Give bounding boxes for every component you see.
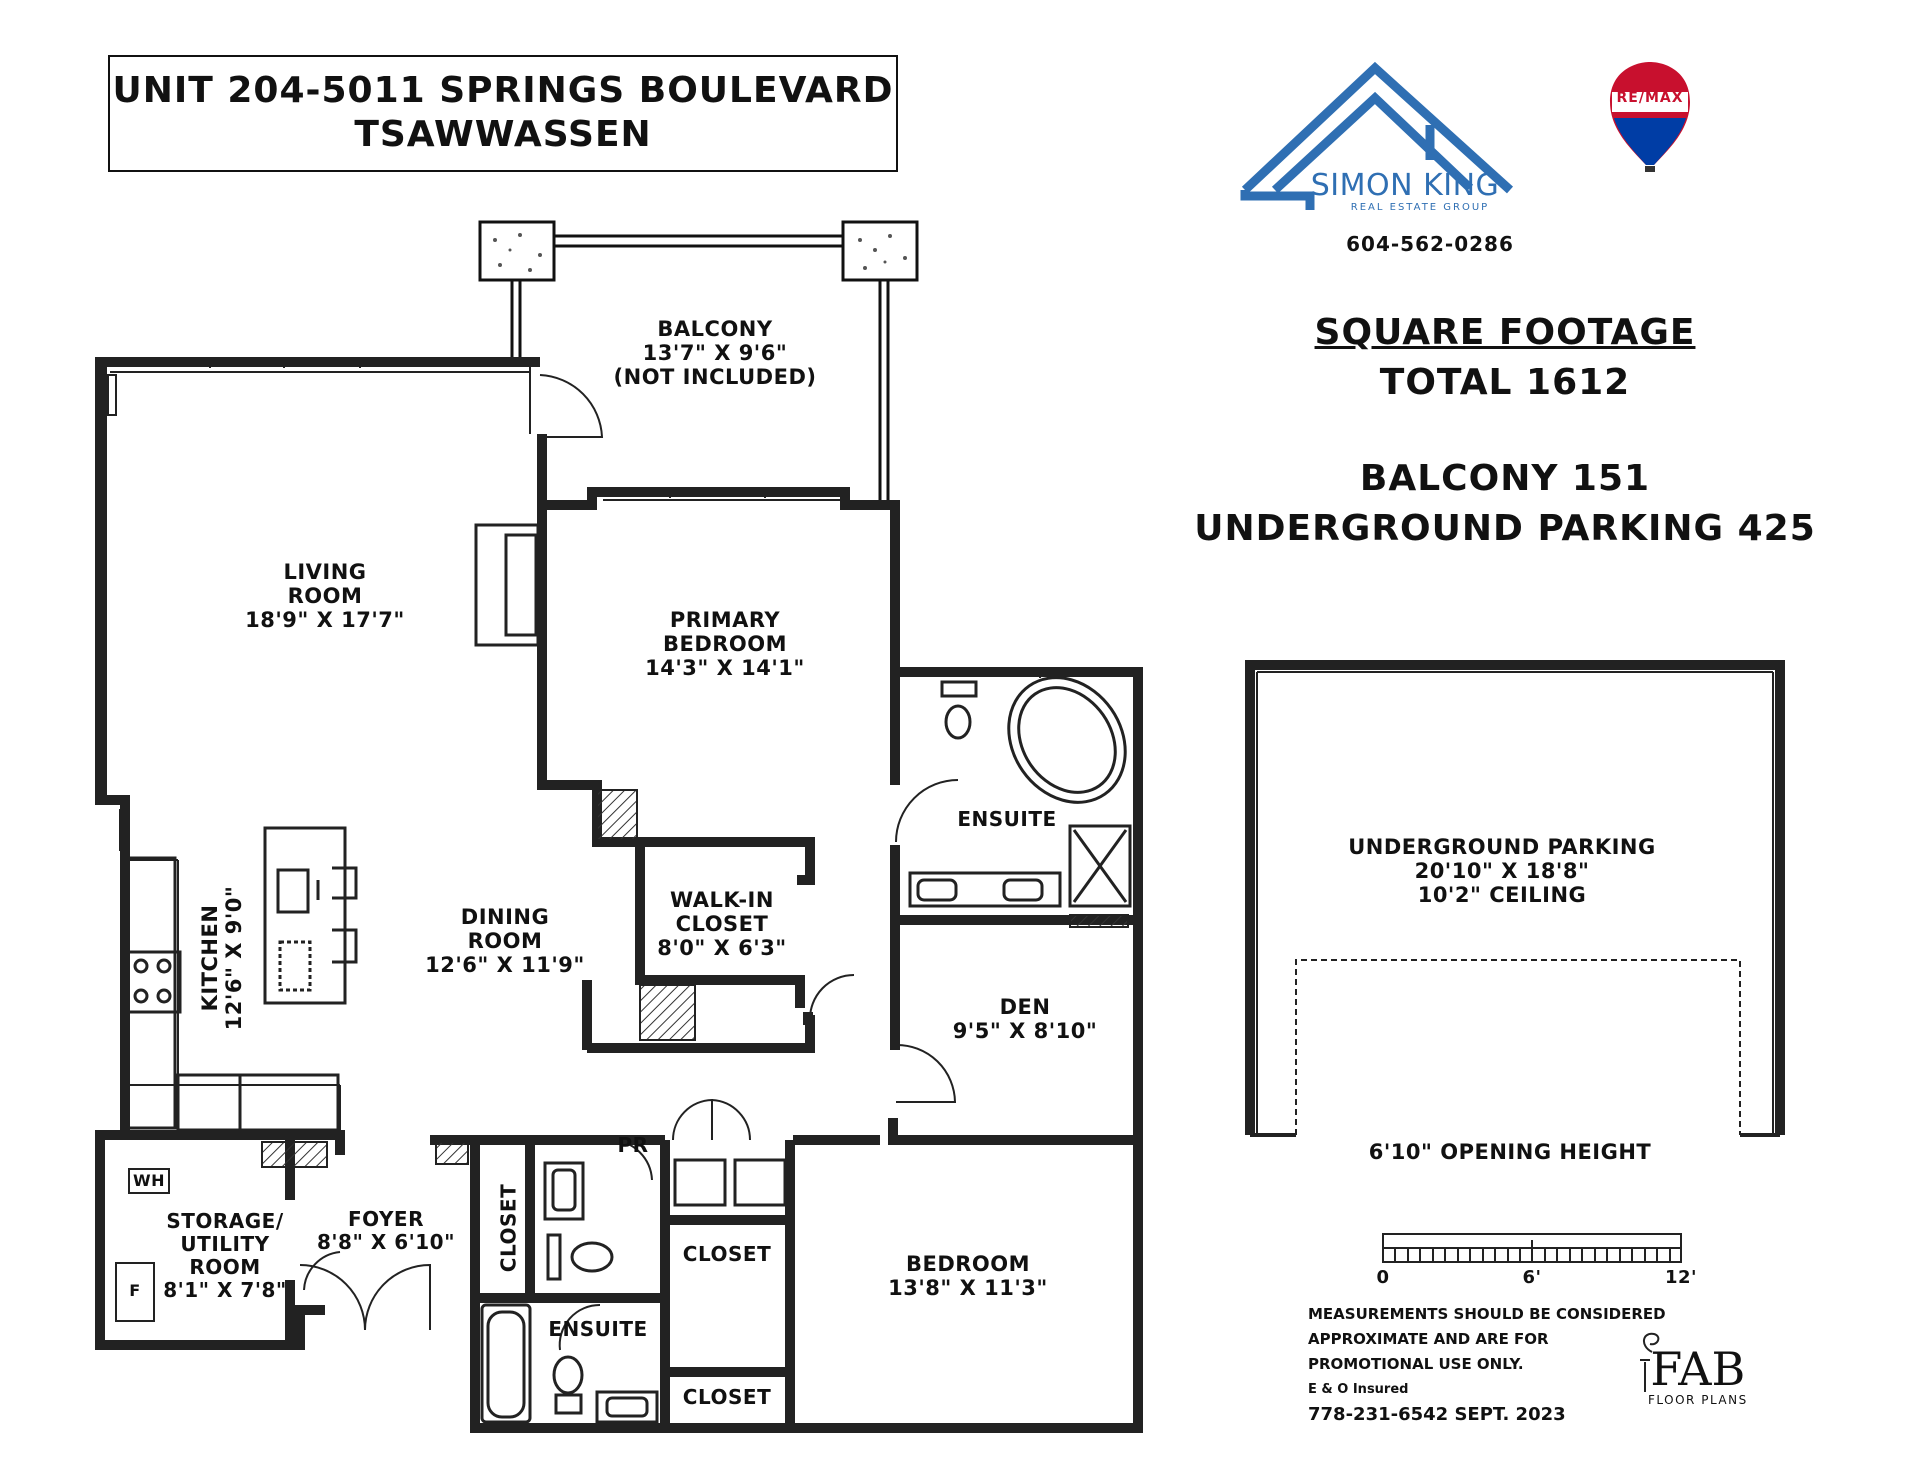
dining-name1: DINING [460, 905, 550, 929]
parking-label: UNDERGROUND PARKING 20'10" X 18'8" 10'2"… [1348, 835, 1656, 907]
scale-tick-0: 0 [1376, 1267, 1390, 1288]
bedroom-name: BEDROOM [905, 1252, 1031, 1276]
room-closet-bottom-label: CLOSET [682, 1385, 772, 1409]
address-title-box: UNIT 204-5011 SPRINGS BOULEVARD TSAWWASS… [108, 55, 898, 172]
fab-logo-mark [1640, 1332, 1660, 1392]
disclaimer: MEASUREMENTS SHOULD BE CONSIDERED APPROX… [1308, 1302, 1666, 1427]
ensuite-fixtures [908, 676, 1132, 908]
room-living-label: LIVING ROOM 18'9" X 17'7" [245, 560, 405, 632]
room-balcony-label: BALCONY 13'7" X 9'6" (NOT INCLUDED) [614, 317, 817, 389]
furnace-label: F [115, 1262, 155, 1322]
room-foyer-label: FOYER 8'8" X 6'10" [317, 1208, 455, 1254]
primary-name1: PRIMARY [669, 608, 781, 632]
room-ensuite-top-label: ENSUITE [957, 807, 1057, 831]
contact-date: 778-231-6542 SEPT. 2023 [1308, 1404, 1566, 1425]
sqft-total: TOTAL 1612 [1379, 362, 1631, 403]
insured-note: E & O Insured [1308, 1382, 1409, 1397]
kitchen-name: KITCHEN [197, 904, 222, 1012]
room-storage-label: STORAGE/ UTILITY ROOM 8'1" X 7'8" [163, 1210, 287, 1302]
storage-name3: ROOM [189, 1255, 261, 1279]
address-line2: TSAWWASSEN [354, 114, 652, 155]
parking-ceiling: 10'2" CEILING [1417, 883, 1587, 908]
dining-name2: ROOM [467, 929, 543, 954]
brand-name: SIMON KING [1310, 168, 1500, 203]
room-walkin-label: WALK-IN CLOSET 8'0" X 6'3" [657, 888, 787, 960]
room-primary-label: PRIMARY BEDROOM 14'3" X 14'1" [645, 608, 805, 680]
storage-size: 8'1" X 7'8" [163, 1278, 287, 1302]
room-kitchen-label: KITCHEN 12'6" X 9'0" [198, 886, 246, 1031]
room-dining-label: DINING ROOM 12'6" X 11'9" [425, 905, 585, 977]
address-line1: UNIT 204-5011 SPRINGS BOULEVARD [112, 70, 894, 111]
storage-name2: UTILITY [180, 1232, 270, 1256]
room-den-label: DEN 9'5" X 8'10" [953, 995, 1098, 1043]
den-size: 9'5" X 8'10" [952, 1019, 1098, 1044]
walkin-name2: CLOSET [675, 912, 769, 937]
sqft-balcony: BALCONY 151 [1359, 458, 1651, 499]
phone-number: 604-562-0286 [1346, 232, 1514, 256]
door-swings [299, 374, 959, 1351]
hatched-shafts [261, 789, 1129, 1168]
fab-logo: FAB FLOOR PLANS [1648, 1345, 1748, 1407]
disclaimer-line3: PROMOTIONAL USE ONLY. [1308, 1355, 1524, 1373]
scale-tick-12: 12' [1664, 1267, 1698, 1288]
room-closet-mid-label: CLOSET [682, 1242, 772, 1266]
kitchen-island [263, 826, 358, 1005]
sqft-heading: SQUARE FOOTAGE [1314, 312, 1696, 353]
parking-size: 20'10" X 18'8" [1414, 859, 1590, 884]
room-ensuite-bottom-label: ENSUITE [548, 1317, 648, 1341]
den-name: DEN [999, 995, 1051, 1019]
balcony-name: BALCONY [657, 317, 773, 341]
window-ticks [107, 358, 1041, 851]
foyer-name: FOYER [347, 1207, 424, 1231]
room-closet-vertical-label: CLOSET [496, 1183, 521, 1273]
room-pr-label: PR [617, 1133, 649, 1157]
living-name2: ROOM [287, 584, 363, 609]
column-texture [493, 233, 907, 272]
foyer-size: 8'8" X 6'10" [316, 1230, 456, 1254]
sqft-parking: UNDERGROUND PARKING 425 [1194, 508, 1816, 549]
fireplace [474, 523, 540, 647]
primary-name2: BEDROOM [662, 632, 788, 657]
storage-name1: STORAGE/ [166, 1209, 284, 1233]
balcony-size: 13'7" X 9'6" [642, 341, 788, 366]
walkin-size: 8'0" X 6'3" [657, 936, 787, 961]
living-size: 18'9" X 17'7" [245, 608, 405, 633]
parking-panel [1245, 660, 1785, 1137]
remax-balloon-icon [1610, 62, 1690, 172]
room-bedroom-label: BEDROOM 13'8" X 11'3" [888, 1252, 1048, 1300]
balcony-structure [478, 220, 919, 500]
dining-size: 12'6" X 11'9" [425, 953, 585, 978]
balcony-note: (NOT INCLUDED) [613, 365, 817, 390]
disclaimer-line2: APPROXIMATE AND ARE FOR [1308, 1330, 1549, 1348]
water-heater-label: WH [128, 1168, 171, 1195]
fab-sub: FLOOR PLANS [1648, 1393, 1748, 1407]
walkin-name1: WALK-IN [670, 888, 774, 912]
bedroom-size: 13'8" X 11'3" [888, 1276, 1048, 1301]
kitchen-counter [123, 856, 340, 1132]
kitchen-size: 12'6" X 9'0" [222, 885, 246, 1031]
walls [95, 357, 1143, 1433]
primary-size: 14'3" X 14'1" [645, 656, 805, 681]
scale-bar [1382, 1233, 1682, 1263]
simon-king-logo [1240, 61, 1514, 210]
parking-opening-label: 6'10" OPENING HEIGHT [1368, 1140, 1652, 1164]
living-name1: LIVING [283, 560, 367, 584]
brand-sub: REAL ESTATE GROUP [1350, 202, 1490, 213]
remax-label: RE/MAX [1616, 90, 1684, 106]
scale-tick-6: 6' [1522, 1267, 1542, 1288]
parking-name: UNDERGROUND PARKING [1348, 835, 1656, 859]
disclaimer-line1: MEASUREMENTS SHOULD BE CONSIDERED [1308, 1305, 1666, 1323]
lower-bath-fixtures [480, 1158, 787, 1424]
fab-letters: FAB [1650, 1342, 1746, 1396]
